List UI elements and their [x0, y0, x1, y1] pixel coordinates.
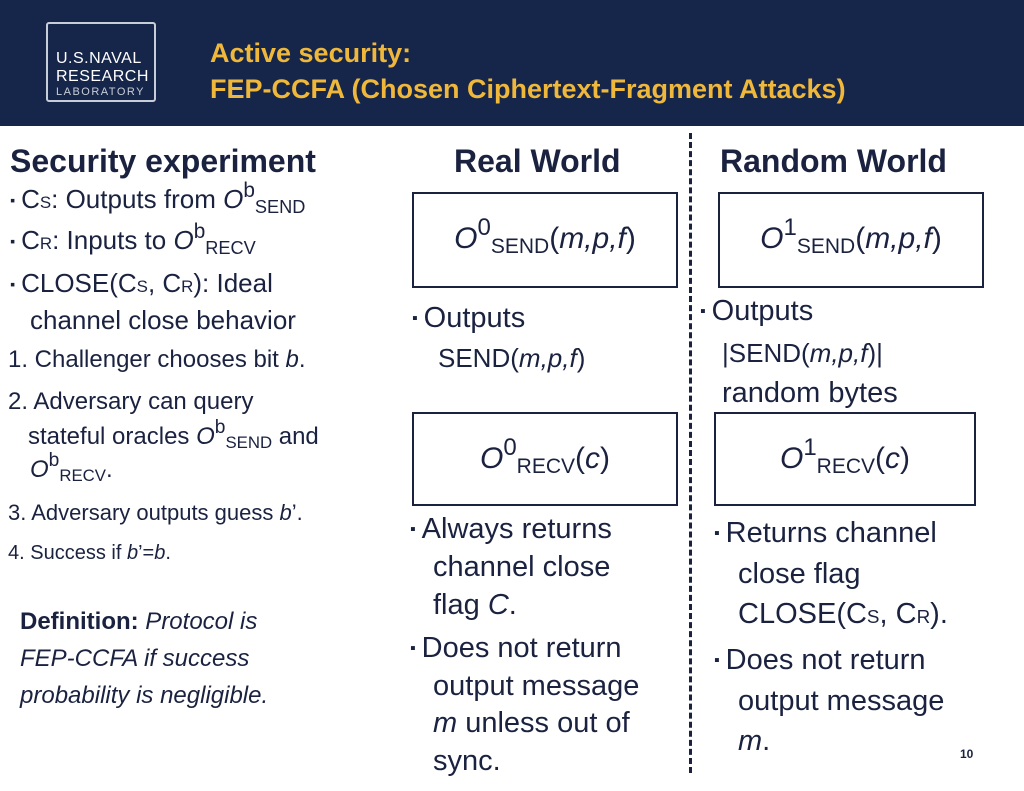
logo-line1: U.S.NAVAL [56, 50, 142, 67]
real-recv-b1-line1: ▪Always returns [410, 513, 612, 545]
security-experiment-heading: Security experiment [10, 143, 316, 179]
bullet-icon: ▪ [714, 652, 720, 670]
bullet-cr: ▪CR: Inputs to ObRECV [10, 219, 256, 258]
real-recv-b2-line1: ▪Does not return [410, 632, 622, 664]
step-2-line2: stateful oracles ObSEND and [28, 417, 319, 453]
bullet-icon: ▪ [412, 310, 418, 328]
bullet-icon: ▪ [714, 525, 720, 543]
step-3: 3. Adversary outputs guess b’. [8, 500, 303, 525]
random-send-oracle-box: O1SEND(m,p,f) [718, 192, 984, 288]
definition-line2: FEP-CCFA if success [20, 645, 250, 672]
real-send-desc-line1: ▪Outputs [412, 302, 526, 334]
real-send-desc-line2: SEND(m,p,f) [438, 343, 586, 373]
real-recv-b1-line2: channel close [433, 551, 611, 583]
bullet-close: ▪CLOSE(CS, CR): Ideal [10, 268, 273, 298]
random-recv-b2-line1: ▪Does not return [714, 644, 926, 676]
step-4: 4. Success if b’=b. [8, 542, 171, 564]
logo-line2: RESEARCH [56, 68, 149, 85]
real-send-oracle-box: O0SEND(m,p,f) [412, 192, 678, 288]
random-send-desc-line3: random bytes [722, 377, 898, 409]
real-send-oracle: O0SEND(m,p,f) [454, 213, 636, 259]
bullet-icon: ▪ [10, 277, 16, 294]
bullet-icon: ▪ [10, 193, 16, 210]
random-send-oracle: O1SEND(m,p,f) [760, 213, 942, 259]
step-2-line3: ObRECV. [30, 450, 113, 486]
real-recv-oracle: O0RECV(c) [479, 433, 611, 479]
logo-line3: LABORATORY [56, 86, 145, 98]
header-bar: U.S.NAVAL RESEARCH LABORATORY Active sec… [0, 0, 1024, 126]
random-recv-oracle-box: O1RECV(c) [714, 412, 976, 506]
random-recv-b1-line3: CLOSE(CS, CR). [738, 598, 948, 630]
random-recv-b2-line2: output message [738, 685, 945, 717]
slide-title-line2: FEP-CCFA (Chosen Ciphertext-Fragment Att… [210, 74, 846, 104]
slide-title-line1: Active security: [210, 38, 412, 68]
nrl-logo [46, 22, 156, 102]
real-recv-b2-line4: sync. [433, 745, 501, 777]
bullet-icon: ▪ [410, 640, 416, 658]
real-recv-oracle-box: O0RECV(c) [412, 412, 678, 506]
column-divider [689, 133, 692, 773]
page-number: 10 [960, 747, 974, 761]
definition-line1: Definition: Protocol is [20, 608, 258, 635]
bullet-icon: ▪ [10, 234, 16, 251]
random-recv-b1-line2: close flag [738, 558, 861, 590]
step-2-line1: 2. Adversary can query [8, 388, 254, 415]
bullet-icon: ▪ [410, 521, 416, 539]
real-recv-b2-line2: output message [433, 670, 640, 702]
random-recv-b2-line3: m. [738, 725, 771, 757]
real-recv-b2-line3: m unless out of [433, 707, 630, 739]
random-recv-oracle: O1RECV(c) [779, 433, 911, 479]
definition-line3: probability is negligible. [20, 682, 269, 709]
bullet-icon: ▪ [700, 303, 706, 321]
random-send-desc-line1: ▪Outputs [700, 295, 814, 327]
bullet-cs: ▪CS: Outputs from ObSEND [10, 178, 306, 217]
random-send-desc-line2: |SEND(m,p,f)| [722, 338, 883, 368]
step-1: 1. Challenger chooses bit b. [8, 346, 306, 373]
real-world-heading: Real World [454, 143, 621, 179]
random-recv-b1-line1: ▪Returns channel [714, 517, 937, 549]
random-world-heading: Random World [720, 143, 947, 179]
real-recv-b1-line3: flag C. [433, 589, 517, 621]
bullet-close-line2: channel close behavior [30, 305, 296, 335]
